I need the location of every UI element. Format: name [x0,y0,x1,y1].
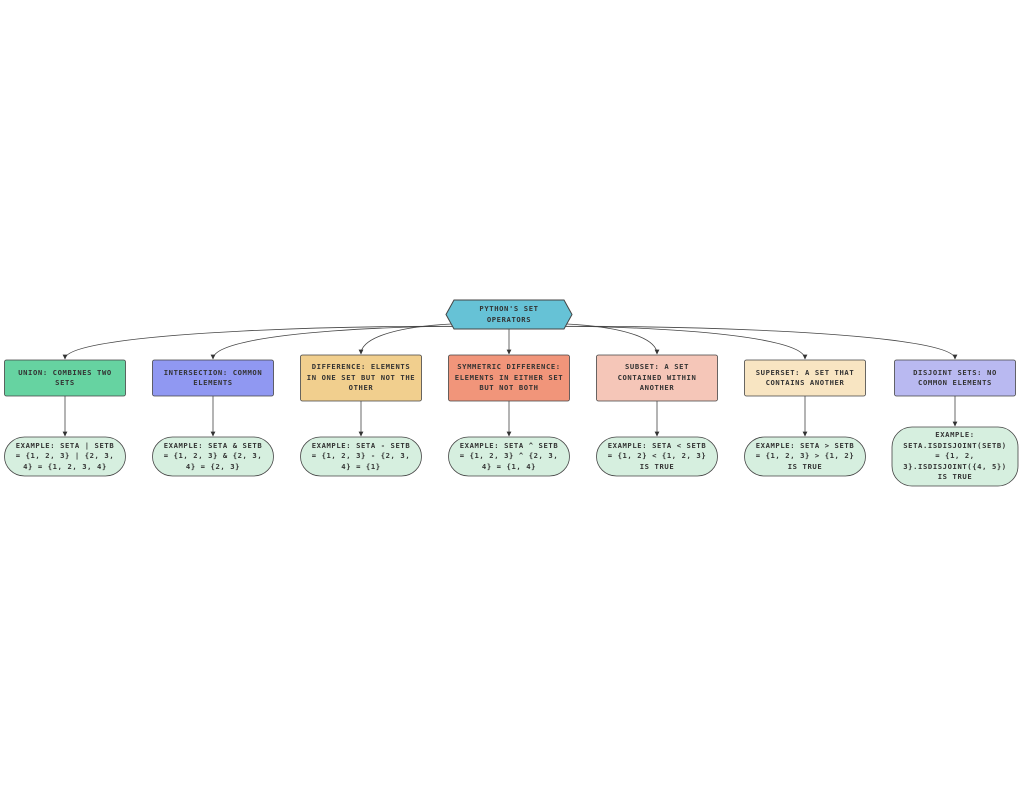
example-node-shape [596,436,718,477]
root-node-shape [445,299,573,330]
operator-node-shape [744,359,866,397]
operator-node-label: SUBSET: A SET CONTAINED WITHIN ANOTHER [617,362,697,393]
example-node-shape [152,436,274,477]
operator-node-label: SYMMETRIC DIFFERENCE: ELEMENTS IN EITHER… [454,362,564,393]
example-node-label: EXAMPLE: SETA > SETB = {1, 2, 3} > {1, 2… [755,440,855,471]
operator-node-shape [596,354,718,402]
example-node-label: EXAMPLE: SETA ^ SETB = {1, 2, 3} ^ {2, 3… [459,440,559,471]
edge-root-to-operator [62,325,486,360]
operator-node-label: INTERSECTION: COMMON ELEMENTS [163,367,263,388]
operator-node-label: DIFFERENCE: ELEMENTS IN ONE SET BUT NOT … [306,362,416,393]
example-node-label: EXAMPLE: SETA.ISDISJOINT(SETB) = {1, 2, … [903,430,1007,482]
example-node-label: EXAMPLE: SETA | SETB = {1, 2, 3} | {2, 3… [15,440,115,471]
operator-node-label: DISJOINT SETS: NO COMMON ELEMENTS [913,367,997,388]
example-node-label: EXAMPLE: SETA < SETB = {1, 2} < {1, 2, 3… [607,440,707,471]
operator-node-shape [152,359,274,397]
root-node-label: PYTHON'S SET OPERATORS [479,304,539,324]
operator-node-shape [4,359,126,397]
example-node-shape [744,436,866,477]
example-node-label: EXAMPLE: SETA - SETB = {1, 2, 3} - {2, 3… [311,440,411,471]
operator-node-shape [300,354,422,402]
example-node-shape [300,436,422,477]
example-node-shape [891,426,1019,487]
example-node-label: EXAMPLE: SETA & SETB = {1, 2, 3} & {2, 3… [163,440,263,471]
operator-node-label: UNION: COMBINES TWO SETS [18,367,112,388]
example-node-shape [448,436,570,477]
edge-root-to-operator [532,325,958,360]
operator-node-shape [448,354,570,402]
operator-node-label: SUPERSET: A SET THAT CONTAINS ANOTHER [755,367,855,388]
operator-node-shape [894,359,1016,397]
example-node-shape [4,436,126,477]
